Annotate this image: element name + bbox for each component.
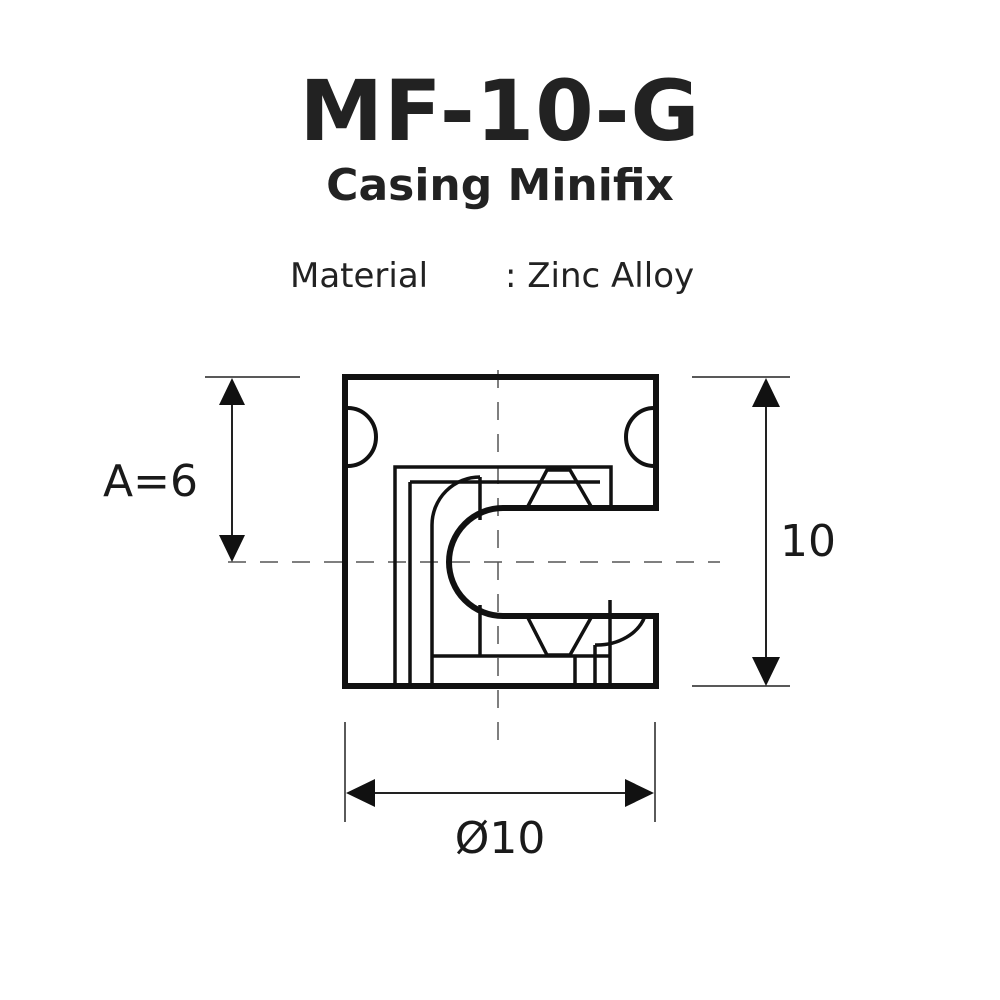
material-value: : Zinc Alloy (505, 256, 695, 296)
inner-details (393, 465, 647, 686)
material-label: Material (290, 256, 429, 296)
arrow-right-icon (625, 779, 654, 807)
dimension-height-label: 10 (780, 516, 836, 567)
arrow-up-icon (752, 378, 780, 407)
center-lines (228, 370, 720, 745)
dimension-a-label: A=6 (103, 456, 198, 507)
dimension-diameter (346, 779, 654, 807)
left-notch (347, 406, 378, 468)
arrow-left-icon (346, 779, 375, 807)
arrow-down-icon (752, 657, 780, 686)
product-name: Casing Minifix (326, 160, 674, 211)
extension-lines (205, 376, 790, 822)
dimension-height (752, 378, 780, 686)
dimension-diameter-label: Ø10 (455, 813, 546, 864)
model-title: MF-10-G (299, 62, 701, 160)
arrow-down-icon (219, 535, 245, 562)
right-notch (624, 406, 655, 468)
dimension-a (219, 378, 245, 562)
arrow-up-icon (219, 378, 245, 405)
casing-outline (342, 374, 659, 689)
